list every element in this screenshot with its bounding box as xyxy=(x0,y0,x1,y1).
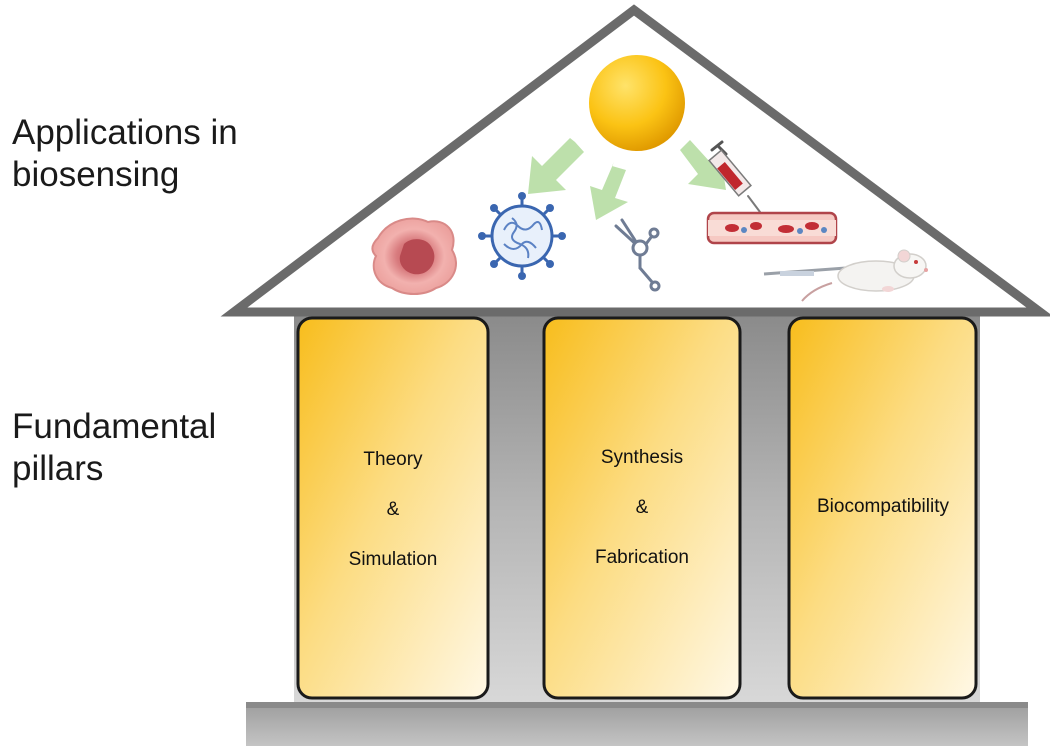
base-platform xyxy=(246,702,1028,746)
pillar-line: Theory xyxy=(363,449,423,470)
cell-icon xyxy=(371,217,457,295)
arrow-icon-right xyxy=(680,140,726,190)
pillar-line: Simulation xyxy=(348,549,438,570)
virus-icon xyxy=(478,192,566,280)
pillars-label: Fundamental pillars xyxy=(12,407,217,488)
syringe-icon xyxy=(708,140,761,213)
pillar-line: Fabrication xyxy=(595,547,689,568)
pillar-synthesis xyxy=(542,316,742,700)
pillar-line: & xyxy=(386,499,400,520)
pillar-line: Biocompatibility xyxy=(817,496,949,517)
pillar-theory xyxy=(296,316,490,700)
arrow-icon-left xyxy=(528,138,584,194)
pillar-synthesis-text: Synthesis & Fabrication xyxy=(547,448,737,568)
blood-vessel-icon xyxy=(706,211,838,245)
applications-label: Applications in biosensing xyxy=(12,113,238,194)
pillar-theory-text: Theory & Simulation xyxy=(298,450,488,570)
nanoparticle-sphere-icon xyxy=(589,55,685,151)
pillar-biocompatibility xyxy=(787,316,978,700)
aptamer-icon xyxy=(614,218,661,292)
mouse-icon xyxy=(763,249,928,302)
pillar-line: Synthesis xyxy=(600,447,684,468)
pillar-line: & xyxy=(635,497,649,518)
pillar-biocompatibility-text: Biocompatibility xyxy=(788,497,978,517)
arrow-icon-middle xyxy=(590,162,628,220)
